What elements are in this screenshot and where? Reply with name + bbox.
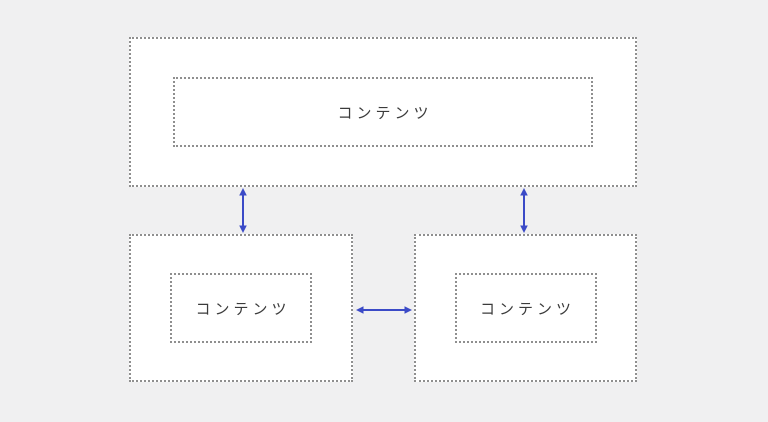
arrow-top-to-bottom-right: [520, 188, 528, 233]
bottom-left-content-box: コンテンツ: [170, 273, 312, 343]
bottom-left-content-label: コンテンツ: [195, 299, 291, 318]
top-content-label: コンテンツ: [337, 103, 433, 122]
arrow-top-to-bottom-left: [239, 188, 247, 233]
bottom-right-content-box: コンテンツ: [454, 273, 597, 343]
top-container-box: コンテンツ: [129, 37, 637, 187]
bottom-right-container-box: コンテンツ: [414, 234, 637, 382]
bottom-left-container-box: コンテンツ: [129, 234, 353, 382]
arrow-bottom-left-to-bottom-right: [356, 306, 412, 314]
bottom-right-content-label: コンテンツ: [479, 299, 575, 318]
top-content-box: コンテンツ: [173, 77, 593, 147]
